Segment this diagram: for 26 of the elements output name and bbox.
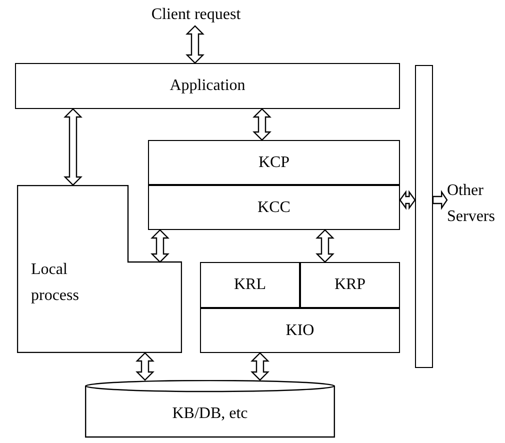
node-label: KRL bbox=[234, 275, 266, 296]
double-arrow bbox=[432, 190, 448, 210]
module-box bbox=[148, 140, 400, 185]
text-label: Other Servers bbox=[447, 181, 496, 227]
node-label: KIO bbox=[286, 320, 314, 341]
double-arrow bbox=[150, 229, 170, 263]
double-arrow bbox=[64, 108, 82, 186]
double-arrow bbox=[252, 108, 272, 141]
node-label: KRP bbox=[334, 275, 366, 296]
module-box bbox=[148, 185, 400, 230]
double-arrow bbox=[316, 229, 334, 263]
node-label: Application bbox=[170, 76, 246, 96]
bus-bar bbox=[415, 65, 433, 368]
module-box bbox=[200, 262, 300, 308]
double-arrow bbox=[399, 190, 416, 210]
module-box bbox=[200, 308, 400, 353]
module-box bbox=[15, 63, 400, 109]
module-box bbox=[300, 262, 400, 308]
text-label: Client request bbox=[151, 5, 241, 26]
double-arrow bbox=[136, 352, 154, 381]
double-arrow bbox=[250, 352, 270, 381]
node-label: Local process bbox=[31, 260, 80, 306]
double-arrow bbox=[186, 25, 204, 64]
node-label: KCC bbox=[258, 198, 290, 218]
node-label: KB/DB, etc bbox=[172, 404, 248, 424]
node-label: KCP bbox=[258, 152, 290, 173]
